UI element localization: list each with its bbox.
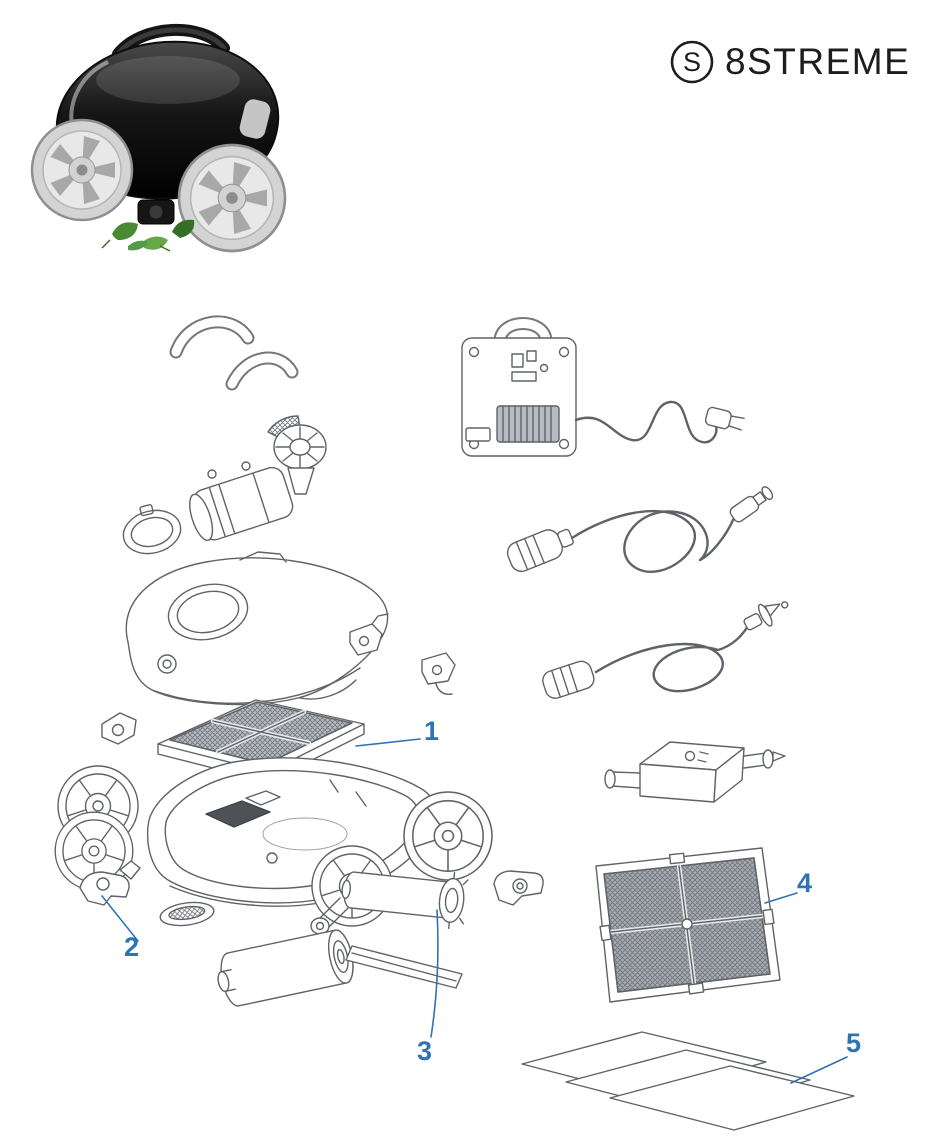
part-power-supply-drawing [461, 317, 745, 457]
brand-logo: S 8STREME [668, 38, 910, 86]
part-filter-basket-drawing [101, 699, 365, 783]
leader-lines [101, 738, 848, 1084]
part-label-1: 1 [424, 716, 440, 746]
logo-s-icon: S [670, 40, 714, 84]
part-rollers-drawing [217, 870, 544, 1007]
part-handle-drawing [169, 315, 299, 391]
part-motor-pump-drawing [122, 415, 327, 555]
part-side-bracket-drawing [79, 860, 141, 906]
logo-letter: S [683, 47, 701, 77]
product-photo [20, 8, 295, 253]
leaves [101, 219, 195, 252]
part-cover-latches-drawing [349, 613, 456, 695]
part-filter-screen-drawing [595, 847, 781, 1003]
part-swivel-drawing [604, 741, 786, 803]
part-filter-pads-drawing [521, 1031, 855, 1131]
part-top-cover-drawing [125, 551, 389, 706]
part-power-cord-drawing [542, 601, 789, 699]
brand-name: 8STREME [725, 41, 911, 82]
part-label-4: 4 [797, 868, 813, 898]
product-photo-image [30, 24, 287, 253]
part-floating-cable-drawing [506, 486, 774, 574]
part-label-3: 3 [417, 1036, 433, 1066]
part-label-5: 5 [846, 1028, 862, 1058]
part-intake-flap-drawing [159, 901, 215, 927]
part-label-2: 2 [124, 932, 140, 962]
